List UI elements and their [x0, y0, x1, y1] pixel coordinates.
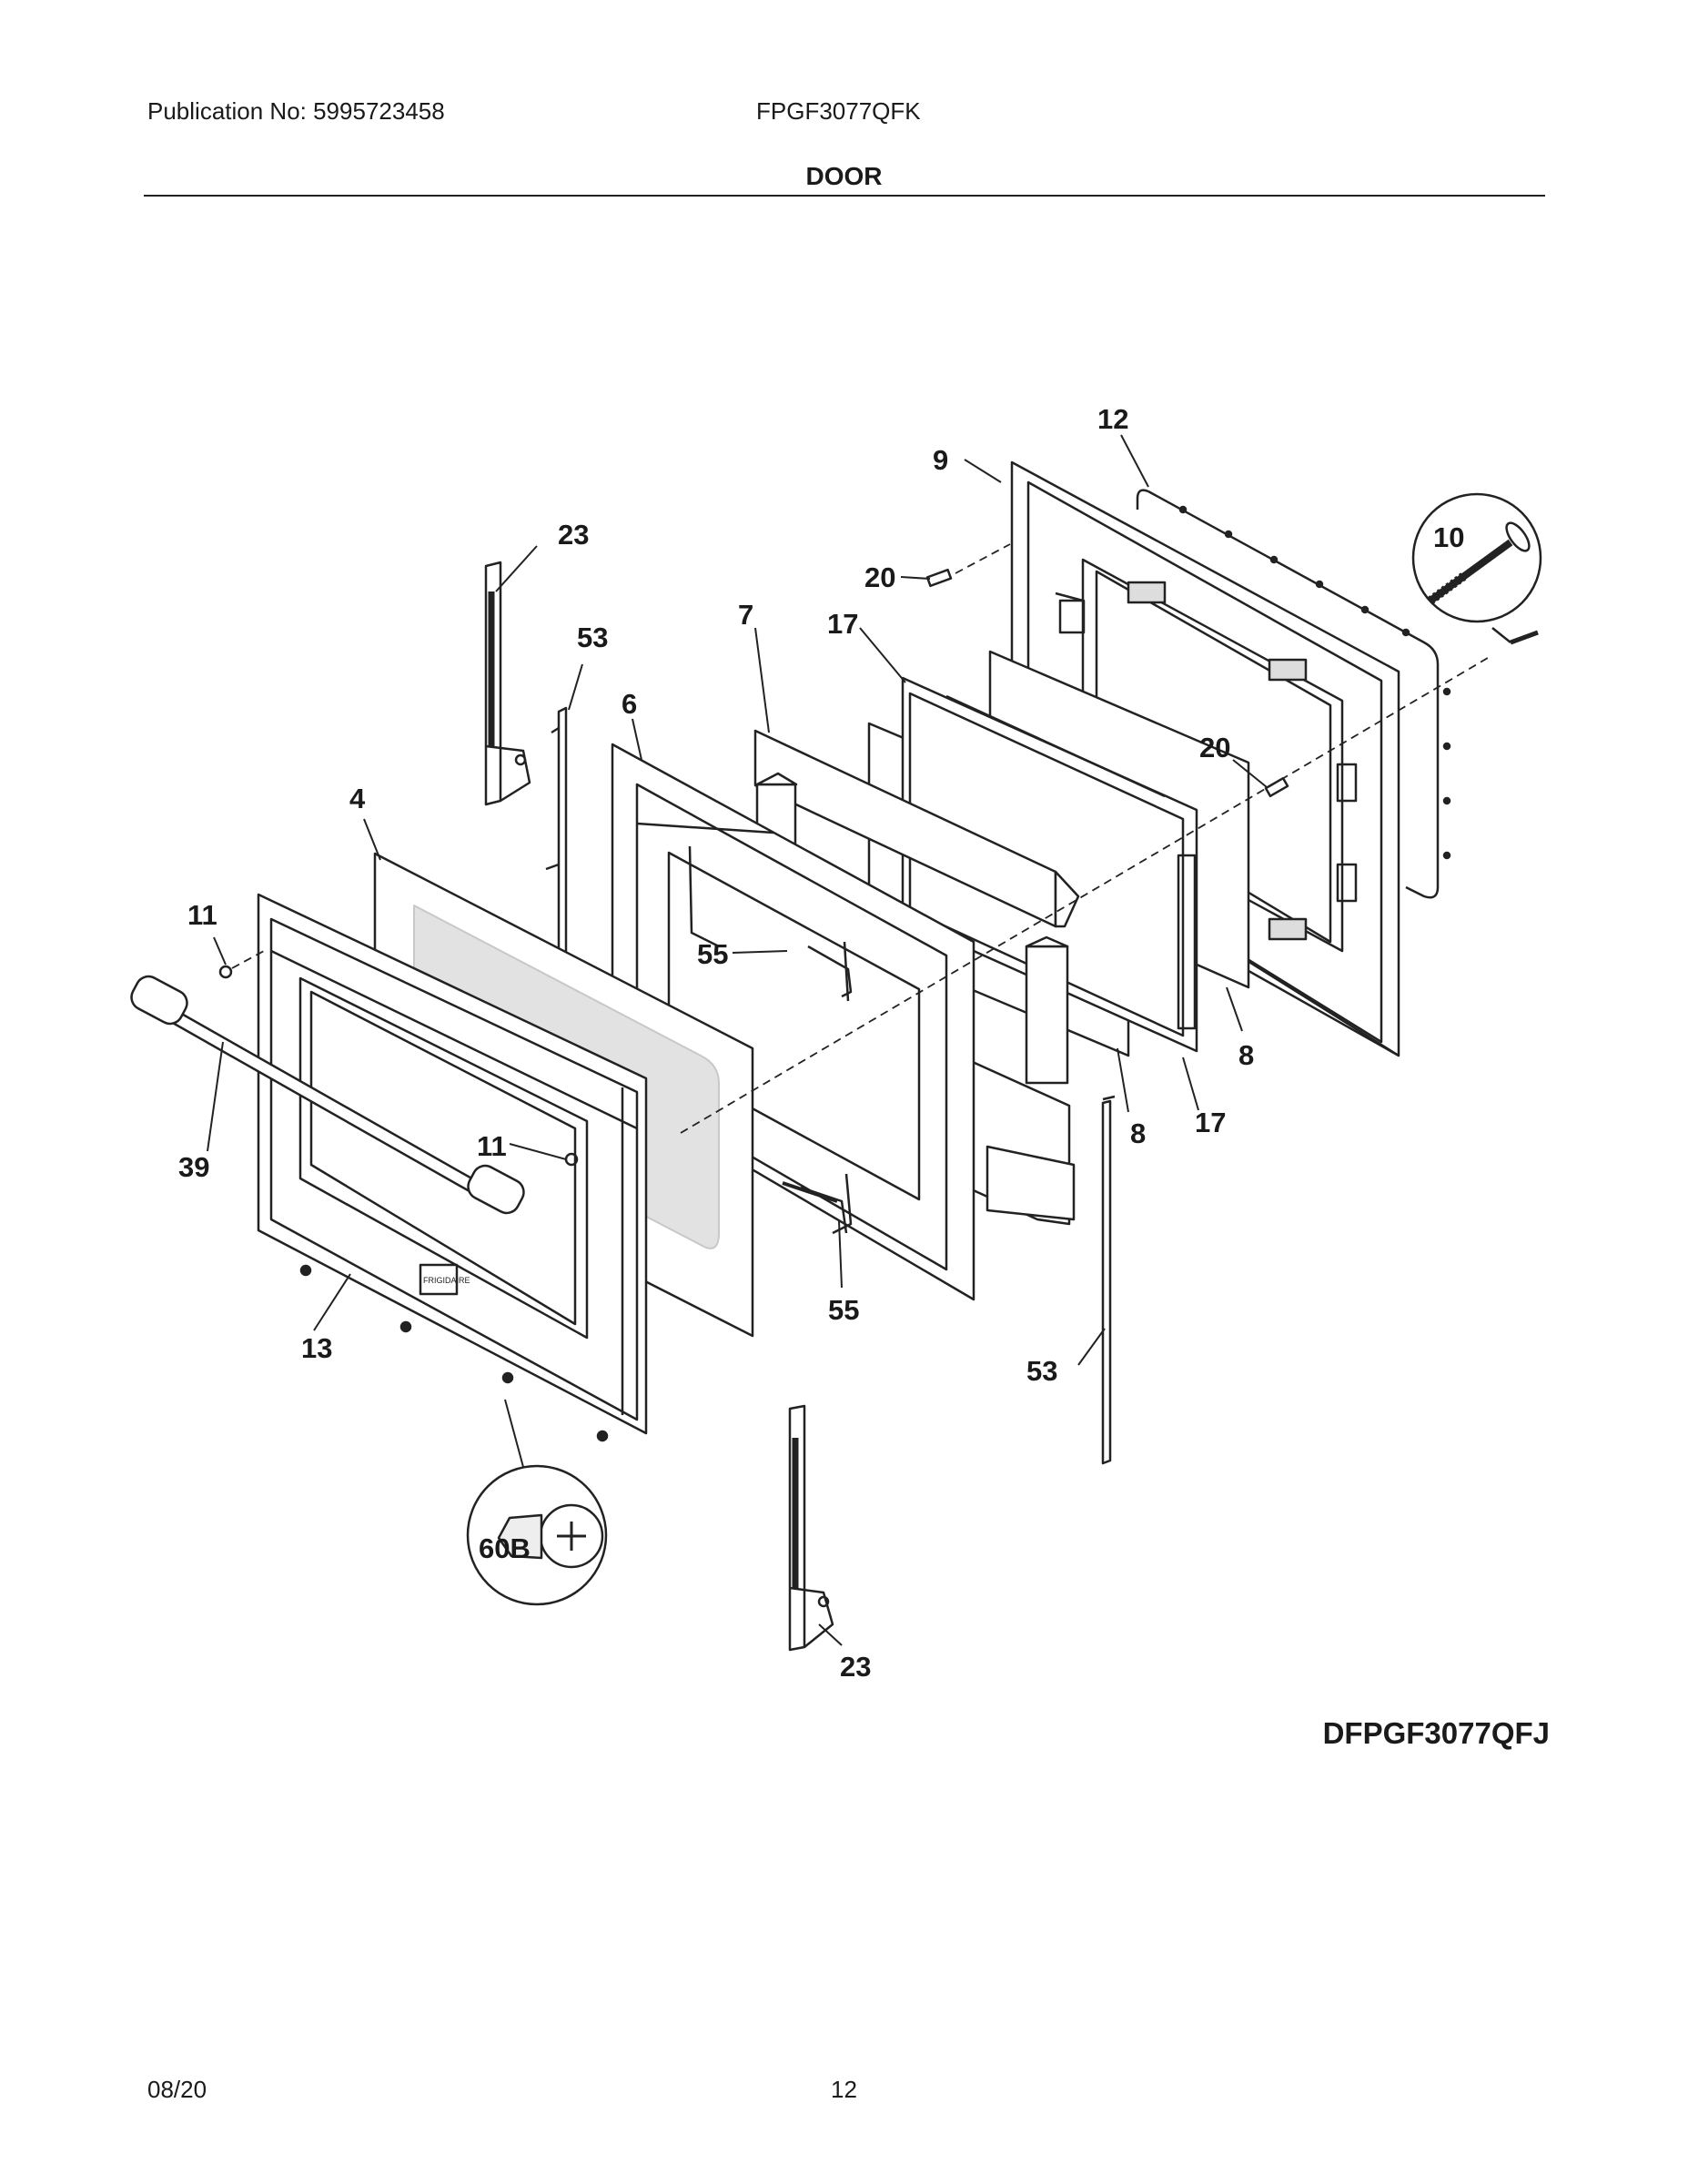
callout-6: 6 — [622, 688, 637, 720]
door-bottom-screws — [299, 1264, 609, 1442]
diagram-code: DFPGF3077QFJ — [1322, 1716, 1550, 1750]
header-divider — [144, 195, 1545, 197]
callout-39: 39 — [178, 1151, 209, 1183]
section-title: DOOR — [805, 162, 883, 190]
callout-13: 13 — [301, 1332, 332, 1364]
footer-page-number: 12 — [831, 2076, 857, 2103]
part-39-handle — [130, 975, 525, 1215]
part-20-clip-top — [925, 568, 953, 588]
publication-number: Publication No: 5995723458 — [147, 97, 445, 125]
model-number: FPGF3077QFK — [756, 97, 921, 125]
footer-date: 08/20 — [147, 2076, 207, 2103]
callout-12: 12 — [1097, 403, 1128, 435]
part-23-hinge-bottom — [788, 1404, 834, 1652]
part-60b-detail-circle — [466, 1464, 608, 1606]
part-55-receptacle-top — [807, 945, 853, 998]
callout-7: 7 — [738, 599, 753, 631]
callout-labels: 23 53 4 6 7 17 20 9 12 10 20 11 55 11 39… — [178, 403, 1464, 1683]
callout-11-left: 11 — [187, 899, 217, 931]
part-6-door-frame — [611, 743, 975, 1301]
part-11-bushing-left — [218, 965, 233, 979]
svg-text:FRIGIDAIRE: FRIGIDAIRE — [423, 1276, 470, 1285]
part-53-left-trim — [545, 706, 568, 965]
callout-17-bot: 17 — [1195, 1107, 1226, 1138]
part-12-gasket — [1136, 489, 1451, 899]
callout-20-mid: 20 — [1199, 732, 1230, 763]
leader-lines — [207, 434, 1268, 1646]
callout-4: 4 — [349, 783, 366, 814]
part-13-outer-door: FRIGIDAIRE — [257, 893, 648, 1435]
callout-55-top: 55 — [697, 938, 728, 970]
part-55-receptacle-bot — [800, 1186, 848, 1234]
callout-20-top: 20 — [864, 561, 895, 593]
assembly-center-lines — [231, 543, 1493, 1134]
callout-17-top: 17 — [827, 608, 858, 640]
callout-60b: 60B — [479, 1532, 531, 1564]
part-53-right-trim — [1101, 1095, 1116, 1465]
callout-53-left: 53 — [577, 622, 608, 653]
callout-11-mid: 11 — [477, 1130, 507, 1162]
callout-55-bot: 55 — [828, 1294, 859, 1326]
callout-10: 10 — [1433, 521, 1464, 553]
callout-23-top: 23 — [558, 519, 589, 551]
callout-23-bot: 23 — [840, 1651, 871, 1683]
callout-8-mid: 8 — [1130, 1117, 1146, 1149]
callout-9: 9 — [933, 444, 948, 476]
part-10-detail-circle — [1411, 492, 1542, 645]
part-23-hinge-top — [484, 561, 531, 806]
callout-8-right: 8 — [1238, 1039, 1254, 1071]
callout-53-right: 53 — [1026, 1355, 1057, 1387]
